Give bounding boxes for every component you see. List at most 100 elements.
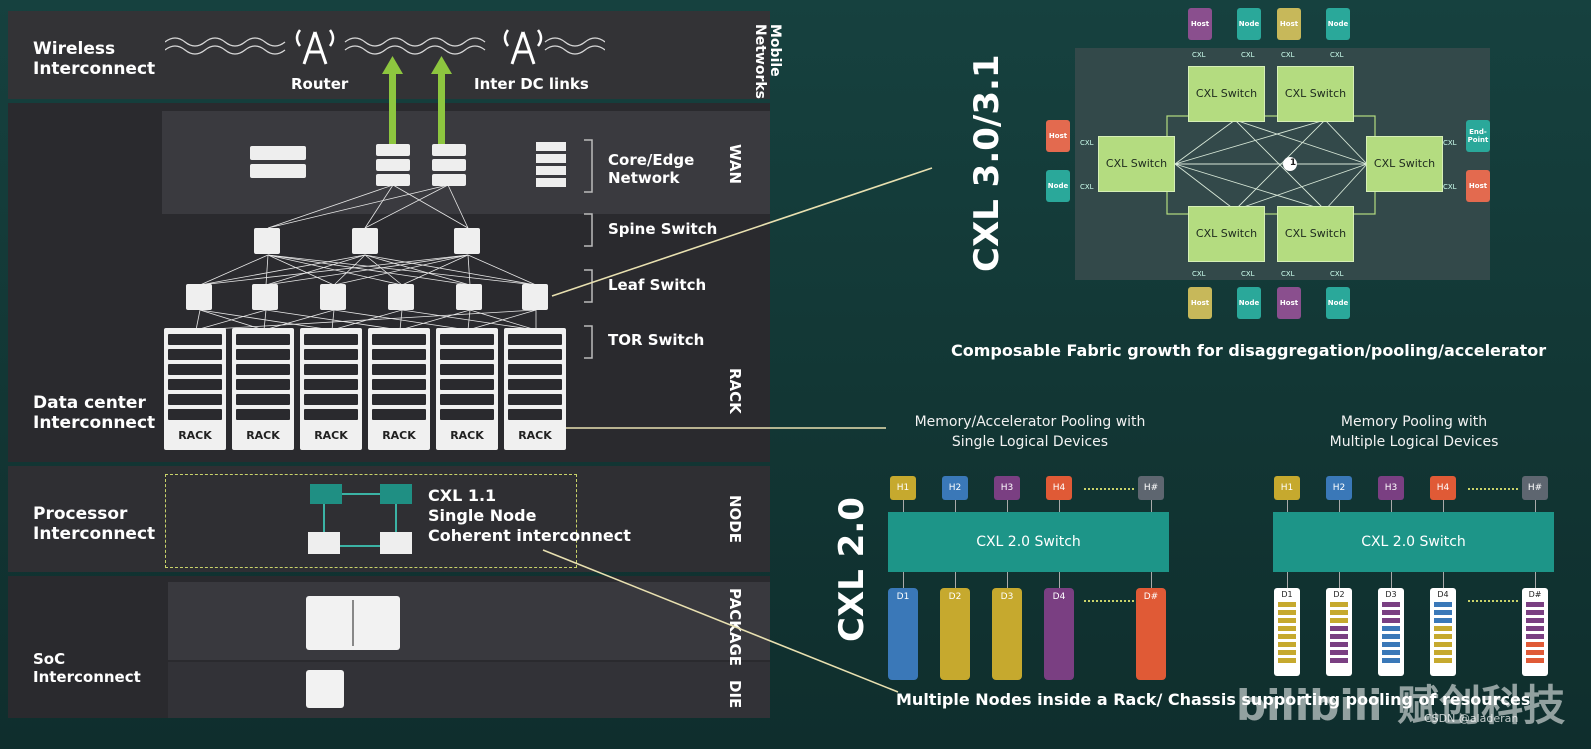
cxl3-bottom-endpoint: Host: [1188, 287, 1212, 319]
endpoint-label: Host: [1279, 299, 1299, 307]
cxl-link-label: CXL: [1192, 51, 1206, 59]
mld-partition-stripe: [1278, 618, 1296, 623]
cxl3-right-endpoint: End- Point: [1466, 120, 1490, 152]
cxl3-left-endpoint: Host: [1046, 120, 1070, 152]
ellipsis-dots: [1468, 488, 1518, 490]
sld-device: D4: [1044, 588, 1074, 680]
mld-host-chip: H#: [1522, 476, 1548, 500]
cxl-switch-bottom-left: CXL Switch: [1188, 206, 1265, 262]
cxl2-title: CXL 2.0: [832, 497, 872, 642]
cxl2-link-line: [1391, 572, 1392, 588]
package-band: [168, 582, 770, 660]
endpoint-label: Host: [1048, 132, 1068, 140]
mld-partition-stripe: [1434, 642, 1452, 647]
rack-server-slot: [440, 334, 494, 345]
rack-server-slot: [440, 364, 494, 375]
core-server-icon: [250, 146, 306, 180]
core-server-stack-icon: [536, 142, 566, 190]
rack-cabinet: RACK: [368, 328, 430, 450]
cxl-switch-right: CXL Switch: [1366, 136, 1443, 192]
ellipsis-dots: [1468, 600, 1518, 602]
mld-partition-stripe: [1278, 610, 1296, 615]
cxl-switch-label: CXL Switch: [1105, 157, 1168, 170]
rack-cabinet: RACK: [504, 328, 566, 450]
mld-partition-stripe: [1382, 618, 1400, 623]
mld-switch-label: CXL 2.0 Switch: [1361, 534, 1466, 550]
cxl-link-label: CXL: [1241, 51, 1255, 59]
rack-server-slot: [372, 394, 426, 405]
leaf-switch-icon: [456, 284, 482, 310]
mld-partition-stripe: [1434, 634, 1452, 639]
mld-partition-stripe: [1278, 602, 1296, 607]
rack-label: RACK: [178, 429, 212, 442]
rack-label: RACK: [246, 429, 280, 442]
mld-partition-stripe: [1382, 610, 1400, 615]
sld-host-chip: H3: [994, 476, 1020, 500]
cxl-switch-top-right: CXL Switch: [1277, 66, 1354, 122]
rack-server-slot: [508, 334, 562, 345]
router-antenna-icon: [295, 29, 335, 65]
leaf-switch-icon: [252, 284, 278, 310]
endpoint-label: Host: [1279, 20, 1299, 28]
router-label: Router: [291, 75, 349, 93]
cxl-link-label: CXL: [1330, 270, 1344, 278]
leaf-switch-icon: [522, 284, 548, 310]
cxl11-coherent: Coherent interconnect: [428, 526, 631, 545]
mld-partition-stripe: [1330, 602, 1348, 607]
mld-partition-stripe: [1330, 658, 1348, 663]
cxl3-right-endpoint: Host: [1466, 170, 1490, 202]
cxl3-top-endpoint: Host: [1277, 8, 1301, 40]
tier-brackets: [584, 139, 593, 359]
package-chip-icon: [306, 596, 400, 650]
mld-partition-stripe: [1526, 618, 1544, 623]
mld-partition-stripe: [1330, 650, 1348, 655]
sld-host-chip: H4: [1046, 476, 1072, 500]
rack-server-slot: [304, 364, 358, 375]
cxl2-link-line: [1059, 572, 1060, 588]
cxl2-link-line: [1287, 572, 1288, 588]
rack-cabinet: RACK: [164, 328, 226, 450]
rack-server-slot: [168, 334, 222, 345]
cxl11-node-diagram: [308, 484, 412, 554]
mld-partition-stripe: [1526, 602, 1544, 607]
sld-device: D2: [940, 588, 970, 680]
mld-device: D1: [1274, 588, 1300, 676]
cxl11-node-box: [165, 474, 577, 568]
rack-server-slot: [168, 364, 222, 375]
endpoint-label: Host: [1468, 182, 1488, 190]
rack-server-slot: [168, 379, 222, 390]
mld-partition-stripe: [1434, 610, 1452, 615]
leaf-switch-icon: [388, 284, 414, 310]
uplink-arrows: [382, 56, 452, 148]
rack-server-slot: [508, 349, 562, 360]
mld-caption: Memory Pooling with Multiple Logical Dev…: [1329, 414, 1499, 450]
sld-cxl2-switch: CXL 2.0 Switch: [888, 512, 1169, 572]
cxl3-top-endpoint: Host: [1188, 8, 1212, 40]
endpoint-label: End- Point: [1467, 128, 1489, 144]
spine-switch-icon: [454, 228, 480, 254]
mld-partition-stripe: [1382, 602, 1400, 607]
sld-caption: Memory/Accelerator Pooling with Single L…: [914, 414, 1146, 450]
mld-device-label: D1: [1281, 590, 1293, 599]
mld-partition-stripe: [1330, 642, 1348, 647]
mld-partition-stripe: [1278, 658, 1296, 663]
mld-partition-stripe: [1434, 658, 1452, 663]
cxl2-link-line: [1287, 500, 1288, 512]
rack-server-slot: [372, 349, 426, 360]
rack-server-slot: [440, 394, 494, 405]
cxl2-link-line: [955, 500, 956, 512]
ellipsis-dots: [1084, 600, 1134, 602]
cxl-link-label: CXL: [1281, 270, 1295, 278]
rack-server-slot: [236, 394, 290, 405]
rack-label: RACK: [382, 429, 416, 442]
ellipsis-dots: [1084, 488, 1134, 490]
cxl3-bottom-endpoint: Node: [1326, 287, 1350, 319]
cxl3-center-marker: 1: [1289, 158, 1297, 168]
endpoint-label: Host: [1190, 20, 1210, 28]
mld-partition-stripe: [1434, 650, 1452, 655]
cxl3-top-endpoint: Node: [1237, 8, 1261, 40]
cxl3-left-endpoint: Node: [1046, 170, 1070, 202]
rack-server-slot: [508, 379, 562, 390]
cxl3-caption: Composable Fabric growth for disaggregat…: [951, 341, 1547, 360]
inter-dc-antenna-icon: [503, 29, 543, 65]
